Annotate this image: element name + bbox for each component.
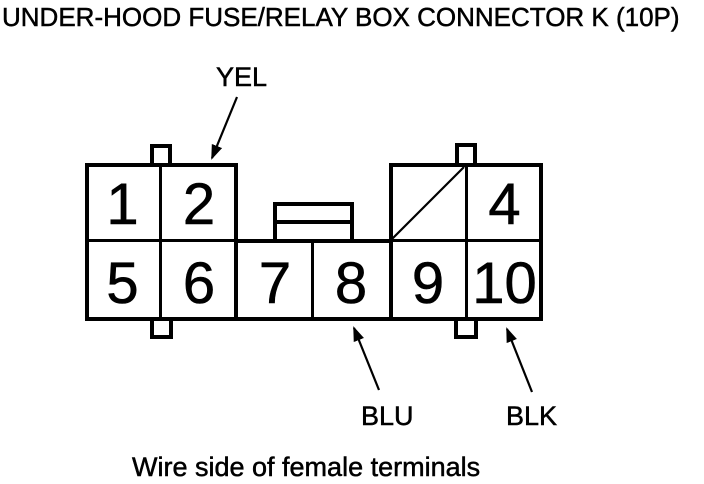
- divider-pins-1-2: [159, 163, 162, 321]
- wire-color-label-blk: BLK: [506, 401, 558, 431]
- pin-cell-9: 9: [411, 251, 445, 316]
- yel-arrow: [210, 96, 239, 160]
- pin-cell-5: 5: [106, 251, 139, 316]
- latch-divider-line: [273, 220, 354, 224]
- pin-cell-1: 1: [106, 172, 139, 237]
- divider-left-rows: [85, 239, 238, 242]
- blk-arrow: [505, 327, 534, 393]
- wire-color-label-blu: BLU: [361, 401, 414, 431]
- pin-cell-7: 7: [258, 251, 292, 316]
- pin-cell-6: 6: [182, 251, 216, 316]
- divider-right-rows: [389, 239, 543, 242]
- blu-arrow: [352, 326, 381, 391]
- pin-cell-4: 4: [488, 172, 521, 237]
- caption: Wire side of female terminals: [132, 452, 481, 483]
- pin-cell-10: 10: [472, 251, 537, 316]
- divider-pins-7-8: [311, 241, 314, 321]
- pin-cell-2: 2: [182, 172, 216, 237]
- wire-color-label-yel: YEL: [216, 62, 268, 92]
- pin-cell-8: 8: [334, 251, 368, 316]
- divider-pins-9-10: [465, 163, 468, 321]
- page-title: UNDER-HOOD FUSE/RELAY BOX CONNECTOR K (1…: [2, 2, 680, 32]
